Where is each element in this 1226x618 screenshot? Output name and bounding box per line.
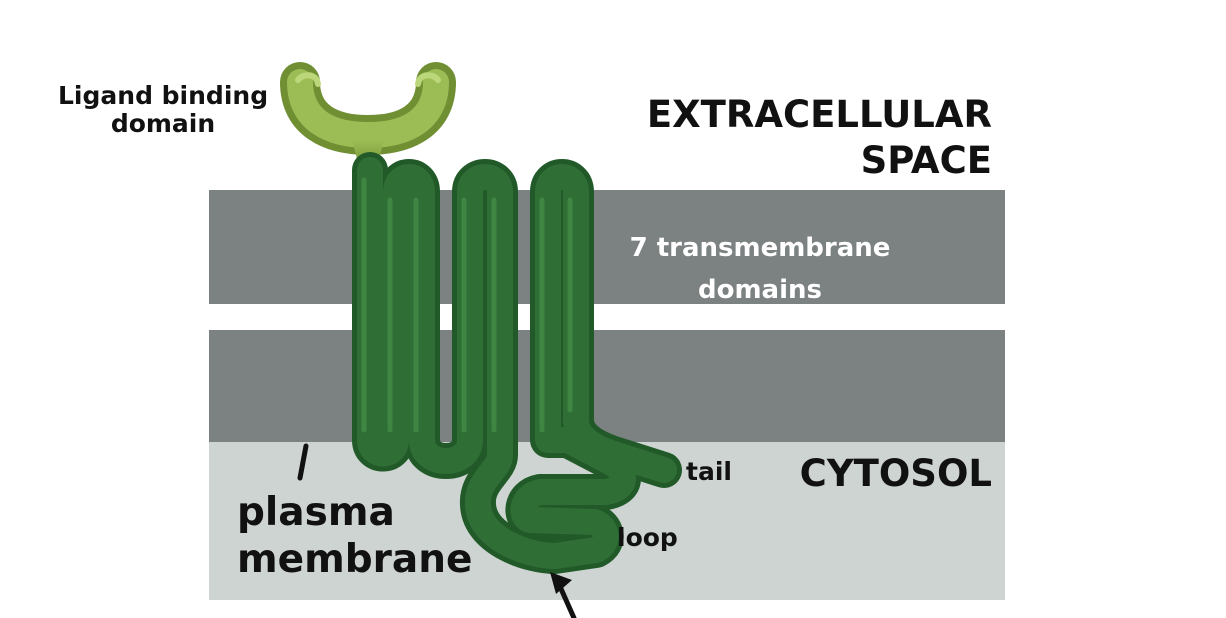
ligand-label-line1: Ligand binding — [58, 81, 269, 110]
loop-label: loop — [617, 523, 678, 552]
extracellular-label-line1: EXTRACELLULAR — [646, 93, 992, 136]
plasma-membrane-label: plasma membrane — [237, 490, 472, 584]
transmembrane-helices — [352, 152, 682, 574]
transmembrane-label-line2: domains — [697, 274, 822, 305]
ligand-binding-domain — [280, 62, 456, 170]
membrane-pointer — [297, 443, 309, 481]
transmembrane-domains-label: 7 transmembrane domains — [620, 228, 900, 311]
extracellular-space-label: EXTRACELLULAR SPACE — [640, 92, 992, 185]
ligand-binding-domain-label: Ligand binding domain — [58, 82, 268, 138]
loop-arrow — [550, 572, 577, 618]
extracellular-label-line2: SPACE — [860, 139, 992, 183]
tail-label: tail — [686, 457, 732, 486]
transmembrane-label-line1: 7 transmembrane — [629, 233, 891, 263]
plasma-membrane-label-line2: membrane — [237, 536, 473, 582]
ligand-label-line2: domain — [110, 109, 216, 138]
membrane-inner-leaflet — [209, 330, 1005, 442]
membrane-outer-leaflet — [209, 190, 1005, 304]
plasma-membrane-label-line1: plasma — [237, 490, 395, 535]
cytosol-label: CYTOSOL — [799, 452, 992, 495]
